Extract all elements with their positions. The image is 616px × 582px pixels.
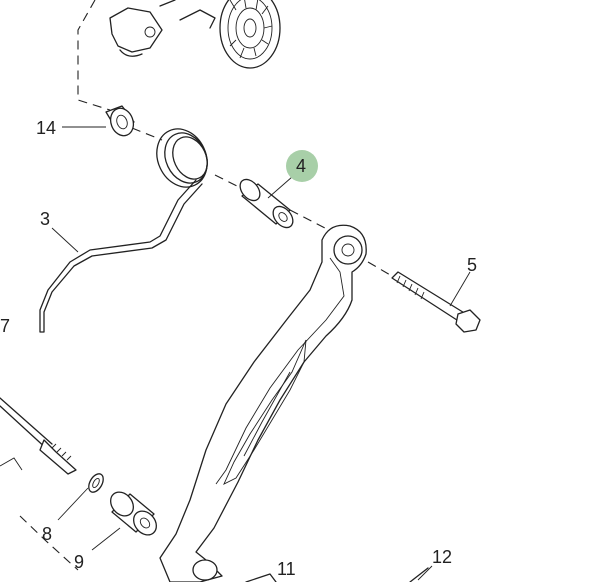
part-8-washer [88, 473, 104, 493]
part-12-fragment [409, 567, 429, 582]
assembly-line-top [77, 0, 111, 111]
callout-14: 14 [36, 118, 56, 138]
callout-9: 9 [74, 552, 84, 572]
assembly-line-lower [19, 515, 79, 571]
callout-7: 7 [0, 316, 10, 336]
part-3-spring [39, 128, 208, 333]
part-4-collar [239, 178, 294, 229]
callout-3: 3 [40, 209, 50, 229]
part-14-bush [105, 105, 135, 137]
lever-arm [159, 224, 367, 582]
pulley-wheel [219, 0, 281, 69]
top-assembly [109, 0, 216, 57]
part-7-rod [0, 397, 77, 475]
leader-lines [51, 126, 471, 581]
part-9-bush [110, 491, 157, 536]
callout-8: 8 [42, 524, 52, 544]
highlight-marker [286, 150, 318, 182]
callout-5: 5 [467, 255, 477, 275]
callout-12: 12 [432, 547, 452, 567]
callout-4: 4 [296, 156, 306, 176]
part-11-fragment [245, 573, 277, 582]
callout-11: 11 [277, 559, 296, 579]
part-5-bolt [391, 271, 481, 333]
assembly-line-axis [131, 127, 393, 277]
